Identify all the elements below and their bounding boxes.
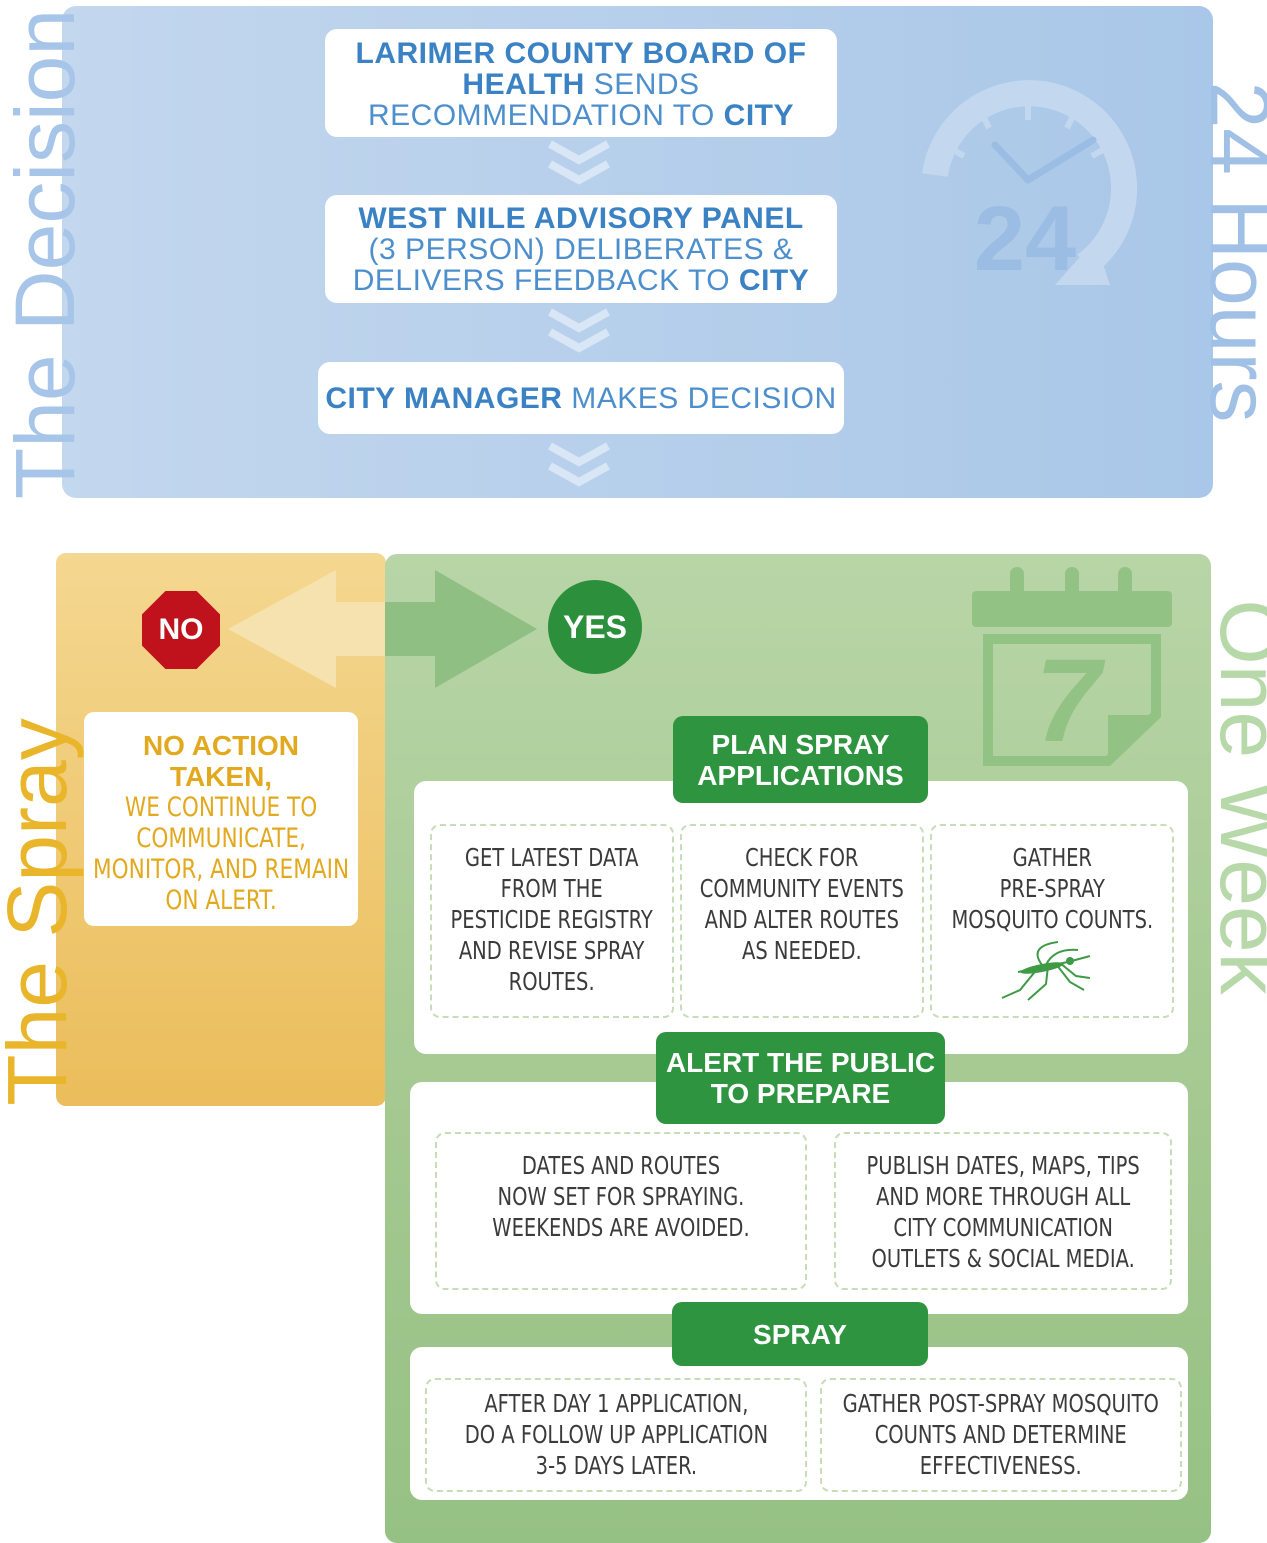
calendar-number: 7 xyxy=(1035,635,1106,767)
step-3-rest: MAKES DECISION xyxy=(562,382,837,415)
step-2-line-1: WEST NILE ADVISORY PANEL xyxy=(358,202,804,235)
chevron-down-icon xyxy=(548,140,610,185)
text-line: AS NEEDED. xyxy=(742,936,862,965)
text-line: COMMUNITY EVENTS xyxy=(699,874,905,903)
spray-item-followup: AFTER DAY 1 APPLICATION, DO A FOLLOW UP … xyxy=(425,1378,807,1492)
step-2-line-3: DELIVERS FEEDBACK TO xyxy=(352,264,739,297)
text-line: NOW SET FOR SPRAYING. xyxy=(497,1182,745,1211)
text-line: CITY COMMUNICATION xyxy=(893,1213,1113,1242)
step-1-line-2: SENDS xyxy=(584,68,700,101)
decision-step-2: WEST NILE ADVISORY PANEL (3 PERSON) DELI… xyxy=(325,195,837,303)
plan-item-counts: GATHER PRE-SPRAY MOSQUITO COUNTS. xyxy=(930,824,1174,1018)
text-line: AND REVISE SPRAY xyxy=(459,936,645,965)
alert-heading: ALERT THE PUBLIC TO PREPARE xyxy=(656,1032,945,1124)
decision-side-title: The Decision xyxy=(0,8,92,500)
plan-heading-line-1: PLAN SPRAY xyxy=(711,728,890,760)
text-line: WEEKENDS ARE AVOIDED. xyxy=(492,1213,750,1242)
plan-heading-line-2: APPLICATIONS xyxy=(697,759,904,791)
spray-side-title: The Spray xyxy=(0,718,84,1106)
text-line: MOSQUITO COUNTS. xyxy=(951,905,1153,934)
text-line: AND ALTER ROUTES xyxy=(704,905,900,934)
alert-item-dates: DATES AND ROUTES NOW SET FOR SPRAYING. W… xyxy=(435,1132,807,1290)
no-action-box: NO ACTION TAKEN, WE CONTINUE TO COMMUNIC… xyxy=(84,712,358,926)
text-line: AND MORE THROUGH ALL xyxy=(875,1182,1131,1211)
text-line: COUNTS AND DETERMINE xyxy=(874,1420,1128,1449)
spray-item-post-counts: GATHER POST-SPRAY MOSQUITO COUNTS AND DE… xyxy=(820,1378,1182,1492)
no-label: NO xyxy=(158,613,204,646)
alert-heading-line-2: TO PREPARE xyxy=(710,1078,891,1109)
decision-step-3: CITY MANAGER MAKES DECISION xyxy=(318,362,844,434)
text-line: FROM THE xyxy=(500,874,604,903)
decision-step-1: LARIMER COUNTY BOARD OF HEALTH SENDS REC… xyxy=(325,29,837,137)
text-line: CHECK FOR xyxy=(745,843,859,872)
text-line: OUTLETS & SOCIAL MEDIA. xyxy=(871,1244,1135,1273)
text-line: GATHER xyxy=(1012,843,1092,872)
text-line: ROUTES. xyxy=(509,967,595,996)
text-line: DO A FOLLOW UP APPLICATION xyxy=(464,1420,768,1449)
text-line: GET LATEST DATA xyxy=(465,843,639,872)
yes-circle: YES xyxy=(548,580,642,674)
spray-heading: SPRAY xyxy=(672,1302,928,1366)
no-action-line-4: COMMUNICATE, xyxy=(136,823,306,854)
week-side-title: One Week xyxy=(1203,599,1267,995)
step-2-line-2: (3 PERSON) DELIBERATES & xyxy=(368,233,794,266)
no-stop-sign: NO xyxy=(142,591,220,669)
step-1-line-1: LARIMER COUNTY BOARD OF xyxy=(355,37,807,70)
no-action-line-2: TAKEN, xyxy=(169,761,273,792)
step-1-line-3: RECOMMENDATION TO xyxy=(367,99,724,132)
text-line: DATES AND ROUTES xyxy=(521,1151,721,1180)
text-line: PUBLISH DATES, MAPS, TIPS xyxy=(866,1151,1140,1180)
plan-section xyxy=(414,781,1188,1054)
text-line: PESTICIDE REGISTRY xyxy=(450,905,654,934)
spray-section xyxy=(410,1347,1188,1500)
spray-heading-line-1: SPRAY xyxy=(753,1318,847,1350)
chevron-down-icon xyxy=(548,308,610,353)
step-1-line-3-bold: CITY xyxy=(723,99,795,132)
arrow-left-icon xyxy=(228,570,388,688)
chevron-down-icon xyxy=(548,442,610,487)
text-line: 3-5 DAYS LATER. xyxy=(535,1451,697,1480)
text-line: PRE-SPRAY xyxy=(999,874,1105,903)
hours-side-title: 24 Hours xyxy=(1193,81,1267,423)
calendar-7-icon: 7 xyxy=(972,567,1172,767)
text-line: AFTER DAY 1 APPLICATION, xyxy=(483,1389,749,1418)
step-2-line-3-bold: CITY xyxy=(738,264,810,297)
yes-label: YES xyxy=(562,608,628,645)
step-1-line-2-bold: HEALTH xyxy=(462,68,585,101)
plan-heading: PLAN SPRAY APPLICATIONS xyxy=(673,716,928,803)
text-line: GATHER POST-SPRAY MOSQUITO xyxy=(842,1389,1160,1418)
mosquito-icon xyxy=(1001,941,1091,1001)
arrow-right-icon xyxy=(385,570,537,688)
clock-24-icon: 24 xyxy=(922,80,1138,290)
plan-item-registry: GET LATEST DATA FROM THE PESTICIDE REGIS… xyxy=(430,824,674,1018)
clock-number: 24 xyxy=(974,188,1076,290)
plan-item-events: CHECK FOR COMMUNITY EVENTS AND ALTER ROU… xyxy=(680,824,924,1018)
text-line: EFFECTIVENESS. xyxy=(920,1451,1082,1480)
alert-heading-line-1: ALERT THE PUBLIC xyxy=(665,1047,936,1078)
no-action-line-3: WE CONTINUE TO xyxy=(124,792,318,823)
no-action-line-1: NO ACTION xyxy=(142,730,300,761)
step-3-bold: CITY MANAGER xyxy=(325,382,563,415)
no-action-line-5: MONITOR, AND REMAIN xyxy=(92,854,350,885)
alert-item-publish: PUBLISH DATES, MAPS, TIPS AND MORE THROU… xyxy=(834,1132,1172,1290)
no-action-line-6: ON ALERT. xyxy=(165,885,277,916)
